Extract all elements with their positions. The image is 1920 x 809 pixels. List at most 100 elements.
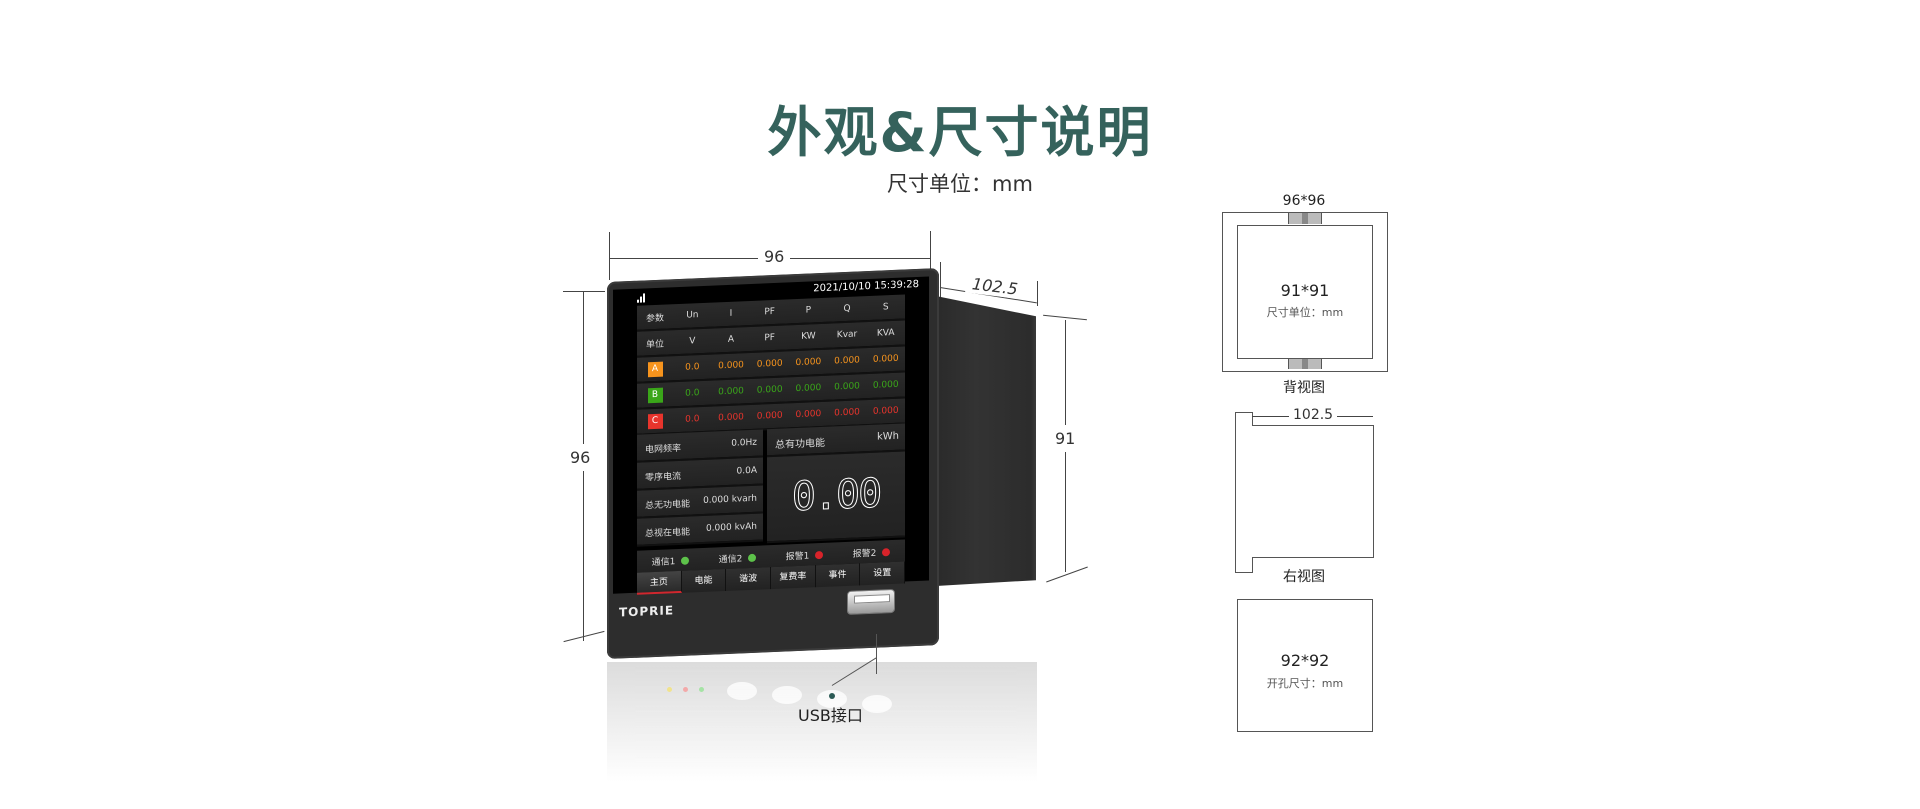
cutout-size: 92*92	[1280, 651, 1330, 670]
unit-cell: PF	[764, 332, 775, 344]
value-cell: 0.000	[834, 407, 860, 419]
tab-energy[interactable]: 电能	[681, 568, 727, 593]
info-label: 电网频率	[645, 443, 682, 456]
phase-b-badge: B	[647, 387, 663, 403]
info-label: 总视在电能	[645, 527, 691, 540]
info-label: 零序电流	[645, 471, 682, 484]
reflection-button-return	[862, 695, 892, 713]
back-view-inner-box: 91*91 尺寸单位：mm	[1237, 225, 1373, 359]
dim-label-height: 96	[568, 444, 593, 471]
info-value: 0.0Hz	[731, 437, 757, 449]
value-cell: 0.000	[756, 358, 783, 370]
phase-a-badge: A	[647, 361, 663, 377]
info-value: 0.000 kvarh	[703, 493, 757, 506]
dim-line-depth-right-tick	[1037, 281, 1038, 306]
reflection-led-yellow	[667, 687, 672, 692]
unit-cell: KW	[801, 331, 816, 342]
back-view-top-clip	[1288, 213, 1322, 224]
led-red-icon	[815, 550, 824, 560]
back-view-bottom-clip	[1288, 358, 1322, 369]
right-view-caption: 右视图	[1283, 569, 1325, 585]
value-cell: 0.000	[756, 410, 783, 422]
value-cell: 0.000	[872, 379, 899, 391]
energy-value: 0.00	[791, 470, 881, 521]
right-view-body	[1252, 425, 1374, 558]
usb-callout-line-vertical	[876, 634, 877, 674]
dim-label-width: 96	[758, 247, 791, 266]
tab-home[interactable]: 主页	[637, 570, 682, 595]
value-cell: 0.0	[685, 388, 700, 399]
value-cell: 0.0	[685, 362, 700, 373]
signal-icon	[637, 293, 647, 303]
value-cell: 0.000	[872, 353, 899, 365]
usb-label: USB接口	[798, 706, 863, 725]
usb-callout-dot	[829, 693, 835, 699]
dim-label-body-height: 91	[1053, 425, 1078, 452]
right-view-panel	[1235, 412, 1253, 573]
value-cell: 0.000	[795, 383, 822, 395]
column-header: Un	[686, 310, 699, 321]
page-title: 外观&尺寸说明	[767, 101, 1153, 164]
reflection-led-green	[699, 687, 704, 692]
tab-events[interactable]: 事件	[815, 563, 861, 588]
indicator-comm1: 通信1	[652, 553, 690, 568]
value-cell: 0.000	[718, 386, 744, 398]
reflection-button-down	[772, 686, 802, 704]
dim-label-depth: 102.5	[965, 273, 1025, 300]
info-label: 总无功电能	[645, 499, 691, 512]
back-view-unit: 尺寸单位：mm	[1266, 306, 1344, 319]
datetime: 2021/10/10 15:39:28	[813, 278, 919, 295]
value-cell: 0.000	[795, 357, 822, 369]
usb-port	[848, 589, 894, 614]
value-cell: 0.000	[834, 381, 860, 393]
phase-c-badge: C	[647, 413, 663, 429]
unit-cell: KVA	[876, 327, 895, 339]
tab-multi-rate[interactable]: 复费率	[771, 565, 816, 590]
reflection-led-red	[683, 687, 688, 692]
column-header: PF	[764, 306, 775, 318]
value-cell: 0.000	[718, 412, 744, 424]
led-green-icon	[748, 553, 757, 563]
device-reflection	[607, 662, 1037, 782]
unit-cell: Kvar	[836, 329, 858, 341]
reflection-button-up	[817, 690, 847, 708]
right-view-depth-label: 102.5	[1289, 407, 1338, 423]
device-front-bezel: 2021/10/10 15:39:28 参数 Un I PF P Q S 单位 …	[607, 268, 939, 659]
tab-settings[interactable]: 设置	[860, 561, 906, 586]
indicator-alarm1: 报警1	[786, 547, 824, 562]
back-view-caption: 背视图	[1283, 380, 1325, 396]
unit-cell: A	[727, 334, 735, 345]
led-red-icon	[882, 548, 891, 557]
info-row-apparent-energy: 总视在电能 0.000 kvAh	[637, 513, 763, 547]
value-cell: 0.000	[834, 355, 860, 367]
column-header: S	[882, 302, 889, 313]
dim-line-width-left-tick	[609, 232, 610, 280]
info-panel: 电网频率 0.0Hz 零序电流 0.0A 总无功电能 0.000 kvarh 总…	[637, 423, 905, 547]
measurement-table: 参数 Un I PF P Q S 单位 V A PF KW Kvar KVA A…	[637, 294, 905, 436]
value-cell: 0.000	[756, 384, 783, 396]
dim-line-body-bottom-tick	[1046, 566, 1088, 583]
energy-label: 总有功电能	[775, 437, 825, 451]
indicator-comm2: 通信2	[719, 550, 757, 565]
dim-line-height-top-tick	[563, 291, 605, 292]
brand-logo: TOPRIE	[619, 603, 675, 620]
column-header: I	[729, 308, 733, 319]
value-cell: 0.000	[872, 405, 899, 417]
unit-cell: V	[689, 336, 696, 347]
value-cell: 0.000	[718, 360, 744, 372]
unit-label: 单位	[645, 339, 664, 350]
dim-line-width-right-tick	[930, 231, 931, 293]
dim-line-height-bottom-tick	[563, 630, 605, 643]
header-label: 参数	[645, 313, 664, 324]
info-value: 0.0A	[736, 465, 757, 477]
tab-harmonics[interactable]: 谐波	[726, 567, 772, 591]
dim-line-depth-left-tick	[940, 262, 941, 300]
reflection-button-back	[727, 682, 757, 700]
value-cell: 0.0	[685, 414, 700, 425]
led-green-icon	[681, 556, 690, 565]
back-view-outer-size: 96*96	[1282, 193, 1326, 209]
device-side-body	[936, 296, 1036, 586]
value-cell: 0.000	[795, 409, 822, 421]
column-header: Q	[843, 303, 851, 315]
unit-subtitle: 尺寸单位：mm	[887, 172, 1033, 196]
